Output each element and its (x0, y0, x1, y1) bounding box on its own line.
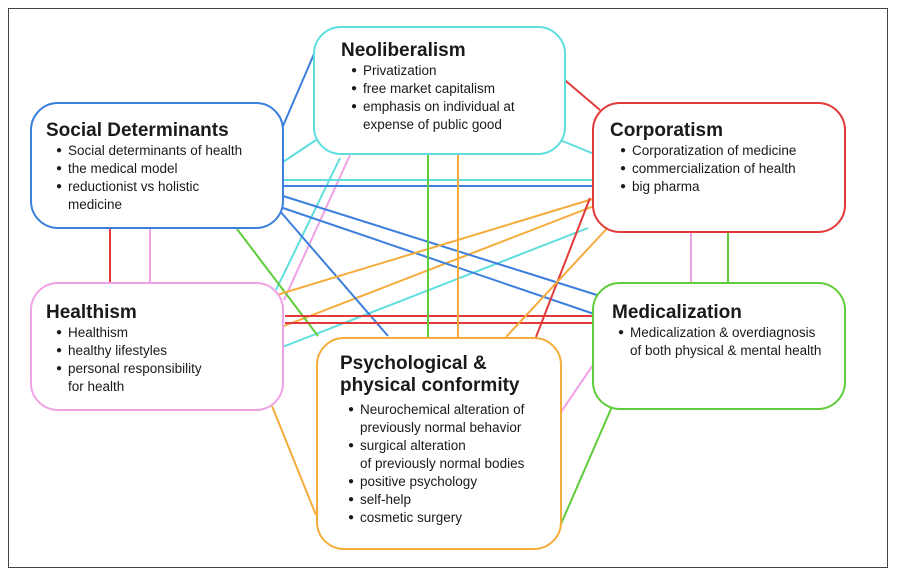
list-item: self-help (348, 491, 524, 509)
list-item: Privatization (351, 62, 515, 80)
list-item: the medical model (56, 160, 242, 178)
list-item: personal responsibility for health (56, 360, 202, 396)
node-items: Privatization free market capitalism emp… (351, 62, 515, 134)
node-title: Medicalization (612, 302, 742, 323)
node-title: Neoliberalism (341, 40, 466, 61)
list-item: Neurochemical alteration of previously n… (348, 401, 524, 437)
node-title: Social Determinants (46, 120, 229, 141)
list-item: Social determinants of health (56, 142, 242, 160)
node-social-determinants: Social Determinants Social determinants … (30, 102, 284, 229)
connector-neoliberalism-psychological (283, 205, 595, 327)
node-items: Healthism healthy lifestyles personal re… (56, 324, 202, 396)
node-title: Corporatism (610, 120, 723, 141)
connector-neoliberalism-medicalization (279, 227, 589, 349)
list-item: reductionist vs holistic medicine (56, 178, 242, 214)
connector-medicalization-psychological (505, 222, 613, 338)
list-item: cosmetic surgery (348, 509, 524, 527)
connector-healthism-medicalization (560, 364, 594, 413)
node-psychological-conformity: Psychological & physical conformity Neur… (316, 337, 562, 550)
connector-social-determinants-psychological (269, 197, 597, 298)
list-item: commercialization of health (620, 160, 796, 178)
node-neoliberalism: Neoliberalism Privatization free market … (313, 26, 566, 155)
list-item: free market capitalism (351, 80, 515, 98)
connector-corporatism-healthism (535, 197, 591, 338)
list-item: Medicalization & overdiagnosis of both p… (618, 324, 821, 360)
list-item: positive psychology (348, 473, 524, 491)
node-items: Corporatization of medicine commercializ… (620, 142, 796, 196)
list-item: emphasis on individual at expense of pub… (351, 98, 515, 134)
connector-social-determinants-healthism (282, 207, 601, 317)
list-item: Corporatization of medicine (620, 142, 796, 160)
connector-neoliberalism-social-determinants (282, 139, 317, 163)
list-item: surgical alteration of previously normal… (348, 437, 524, 473)
node-corporatism: Corporatism Corporatization of medicine … (592, 102, 846, 233)
connector-neoliberalism-corporatism (559, 139, 595, 155)
node-items: Social determinants of health the medica… (56, 142, 242, 214)
node-items: Medicalization & overdiagnosis of both p… (618, 324, 821, 360)
connector-medicalization-psychological (560, 401, 615, 525)
node-title: Healthism (46, 302, 137, 323)
list-item: Healthism (56, 324, 202, 342)
list-item: big pharma (620, 178, 796, 196)
connector-social-determinants-medicalization (236, 228, 319, 337)
node-medicalization: Medicalization Medicalization & overdiag… (592, 282, 846, 410)
node-title: Psychological & physical conformity (340, 353, 520, 396)
connector-social-determinants-medicalization (282, 195, 601, 297)
diagram-frame (8, 8, 888, 568)
connector-neoliberalism-corporatism (559, 75, 601, 111)
node-healthism: Healthism Healthism healthy lifestyles p… (30, 282, 284, 411)
connector-corporatism-psychological (271, 405, 317, 516)
node-items: Neurochemical alteration of previously n… (348, 401, 524, 527)
list-item: healthy lifestyles (56, 342, 202, 360)
